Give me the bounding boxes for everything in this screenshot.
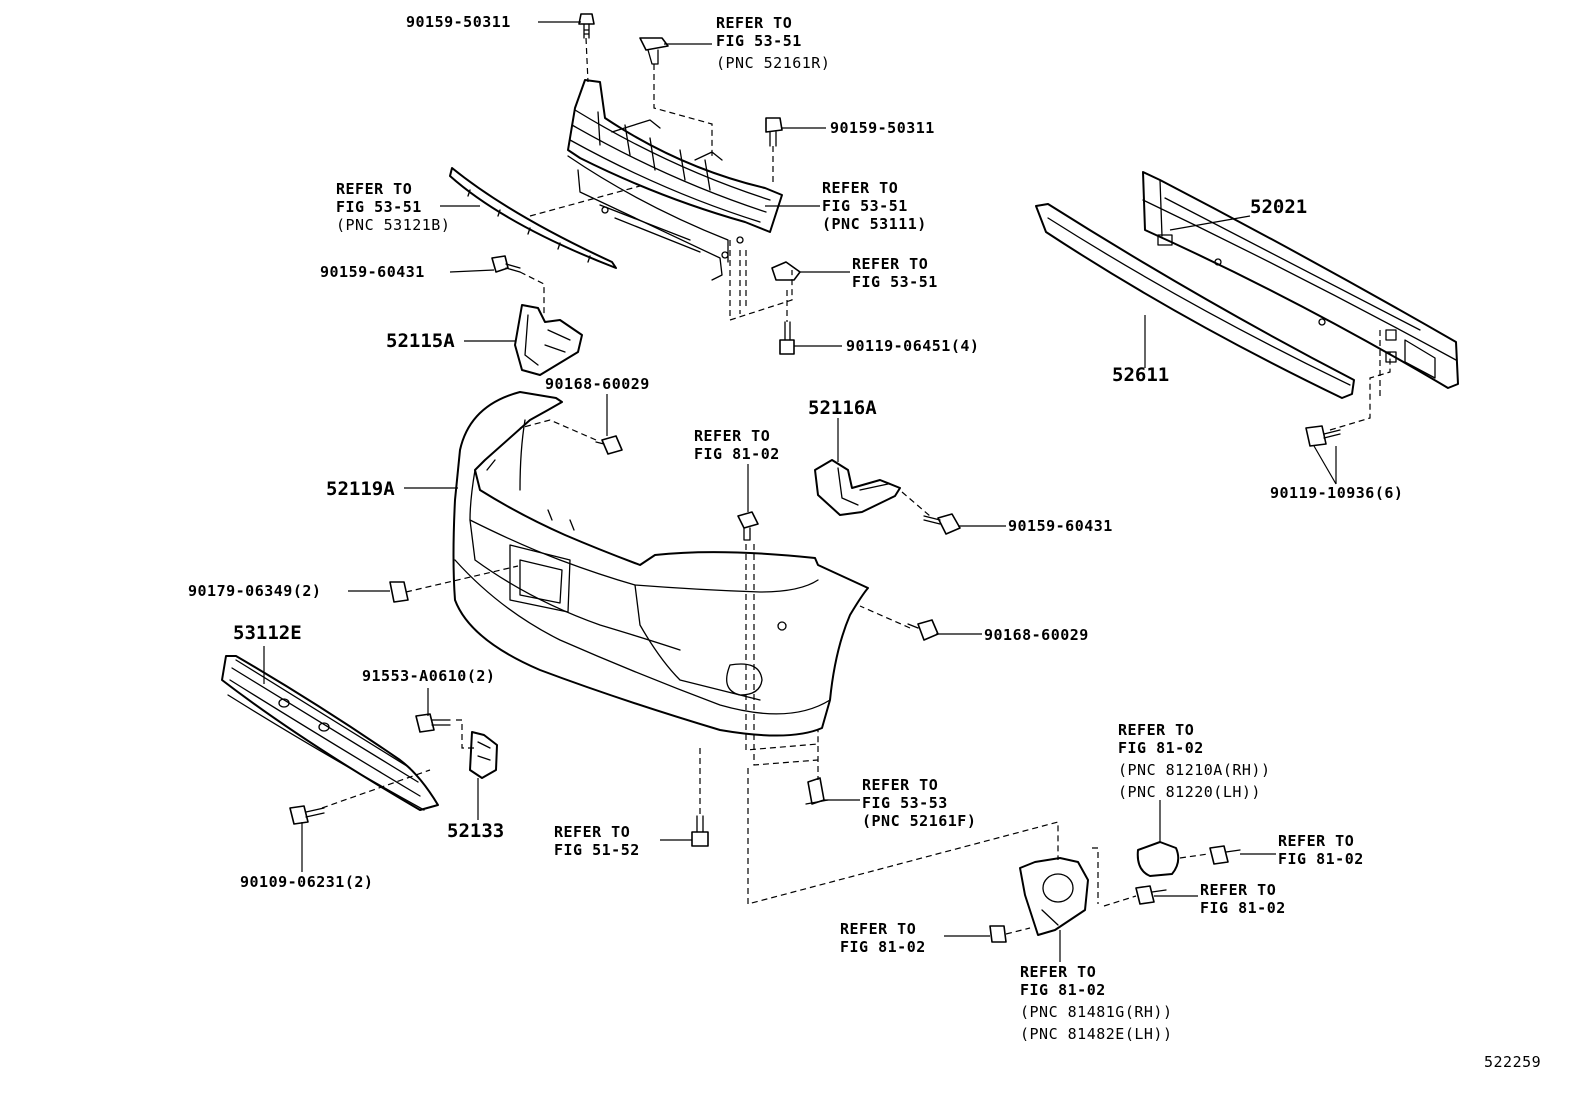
refer-note-fig-53-53-pnc-52161f[interactable]: REFER TO FIG 53-53 (PNC 52161F)	[862, 776, 976, 830]
part-label-91553-A0610[interactable]: 91553-A0610(2)	[362, 667, 496, 685]
refer-pnc: (PNC 53111)	[822, 215, 927, 233]
bumper-cover-52119A[interactable]	[452, 391, 869, 737]
bracket-52115A[interactable]	[514, 304, 583, 376]
grille-moulding-strip[interactable]	[449, 167, 617, 269]
part-label-90159-60431-right[interactable]: 90159-60431	[1008, 517, 1113, 535]
absorber-52611[interactable]	[1035, 203, 1355, 399]
refer-line: REFER TO	[822, 179, 899, 197]
refer-fig: FIG 81-02	[694, 445, 780, 463]
part-label-90159-50311-right[interactable]: 90159-50311	[830, 119, 935, 137]
refer-note-fig-81-02-fog-cover[interactable]: REFER TO FIG 81-02 (PNC 81481G(RH)) (PNC…	[1020, 963, 1173, 1043]
refer-line: REFER TO	[1118, 721, 1195, 739]
refer-pnc: (PNC 52161R)	[716, 54, 831, 72]
bracket-52116A[interactable]	[814, 459, 901, 516]
refer-pnc: (PNC 52161F)	[862, 812, 977, 830]
refer-note-fig-53-51[interactable]: REFER TO FIG 53-51	[852, 255, 938, 291]
fog-lamp-cover[interactable]	[1019, 857, 1089, 936]
refer-note-fig-53-51-pnc-52161r[interactable]: REFER TO FIG 53-51 (PNC 52161R)	[716, 14, 830, 72]
refer-line: REFER TO	[1020, 963, 1097, 981]
refer-line: REFER TO	[852, 255, 929, 273]
fog-lamp[interactable]	[1136, 800, 1180, 877]
part-label-90159-50311-top[interactable]: 90159-50311	[406, 13, 511, 31]
reinforcement-52021[interactable]	[1142, 171, 1459, 389]
part-label-52116A[interactable]: 52116A	[808, 397, 877, 419]
part-label-52133[interactable]: 52133	[447, 820, 505, 842]
refer-line: REFER TO	[716, 14, 793, 32]
refer-fig: FIG 53-51	[822, 197, 908, 215]
refer-line: REFER TO	[554, 823, 631, 841]
diagram-id: 522259	[1484, 1053, 1542, 1071]
refer-note-fig-81-02-fog-lamp[interactable]: REFER TO FIG 81-02 (PNC 81210A(RH)) (PNC…	[1118, 721, 1271, 801]
refer-fig: FIG 81-02	[1020, 981, 1106, 999]
part-label-90168-60029-top[interactable]: 90168-60029	[545, 375, 650, 393]
part-label-52021[interactable]: 52021	[1250, 196, 1308, 218]
refer-fig: FIG 81-02	[840, 938, 926, 956]
assembly-lines	[321, 37, 1391, 935]
part-label-90109-06231[interactable]: 90109-06231(2)	[240, 873, 374, 891]
refer-fig: FIG 81-02	[1278, 850, 1364, 868]
refer-line: REFER TO	[1278, 832, 1355, 850]
refer-note-fig-53-51-pnc-53121b[interactable]: REFER TO FIG 53-51 (PNC 53121B)	[336, 180, 450, 234]
refer-fig: FIG 53-53	[862, 794, 948, 812]
part-label-90119-10936[interactable]: 90119-10936(6)	[1270, 484, 1404, 502]
refer-line: REFER TO	[694, 427, 771, 445]
refer-pnc: (PNC 53121B)	[336, 216, 451, 234]
refer-fig: FIG 53-51	[852, 273, 938, 291]
part-label-90179-06349[interactable]: 90179-06349(2)	[188, 582, 322, 600]
leader-lines	[263, 21, 1337, 962]
fasteners	[289, 13, 1341, 943]
refer-fig: FIG 51-52	[554, 841, 640, 859]
refer-line: REFER TO	[862, 776, 939, 794]
bracket-52133[interactable]	[469, 731, 498, 779]
upper-grille-part[interactable]	[567, 79, 783, 281]
part-label-53112E[interactable]: 53112E	[233, 622, 302, 644]
refer-fig: FIG 81-02	[1118, 739, 1204, 757]
refer-fig: FIG 81-02	[1200, 899, 1286, 917]
part-label-90159-60431-left[interactable]: 90159-60431	[320, 263, 425, 281]
refer-pnc: (PNC 81481G(RH))	[1020, 1003, 1173, 1021]
refer-line: REFER TO	[1200, 881, 1277, 899]
refer-note-fig-81-02-cover-screw[interactable]: REFER TO FIG 81-02	[1200, 881, 1286, 917]
refer-note-fig-81-02-top[interactable]: REFER TO FIG 81-02	[694, 427, 780, 463]
refer-fig: FIG 53-51	[716, 32, 802, 50]
refer-note-fig-51-52[interactable]: REFER TO FIG 51-52	[554, 823, 640, 859]
part-label-52119A[interactable]: 52119A	[326, 478, 395, 500]
refer-pnc: (PNC 81482E(LH))	[1020, 1025, 1173, 1043]
refer-fig: FIG 53-51	[336, 198, 422, 216]
part-label-52115A[interactable]: 52115A	[386, 330, 455, 352]
part-label-52611[interactable]: 52611	[1112, 364, 1170, 386]
lower-grille-53112E[interactable]	[221, 655, 439, 811]
refer-pnc: (PNC 81220(LH))	[1118, 783, 1261, 801]
part-label-90119-06451[interactable]: 90119-06451(4)	[846, 337, 980, 355]
refer-note-fig-81-02-nut[interactable]: REFER TO FIG 81-02	[840, 920, 926, 956]
refer-note-fig-81-02-right[interactable]: REFER TO FIG 81-02	[1278, 832, 1364, 868]
refer-line: REFER TO	[336, 180, 413, 198]
refer-line: REFER TO	[840, 920, 917, 938]
refer-pnc: (PNC 81210A(RH))	[1118, 761, 1271, 779]
refer-note-fig-53-51-pnc-53111[interactable]: REFER TO FIG 53-51 (PNC 53111)	[822, 179, 927, 233]
part-label-90168-60029-right[interactable]: 90168-60029	[984, 626, 1089, 644]
